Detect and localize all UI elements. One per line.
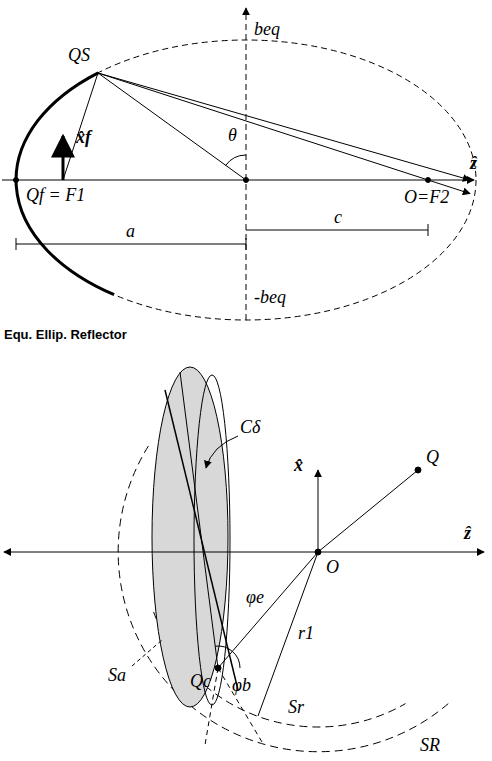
dimension-label: c [334, 208, 342, 228]
point-label: QS [68, 46, 90, 66]
dimension-line [16, 244, 246, 245]
aperture-disk [152, 367, 228, 707]
point-label: O [326, 558, 339, 578]
angle-arc [226, 155, 246, 165]
contour-label: Cδ [240, 418, 260, 438]
dimension-tick [16, 238, 17, 250]
radius-line [258, 552, 318, 716]
point-dot [415, 467, 421, 473]
ray-line [63, 73, 98, 180]
z-axis [2, 180, 474, 181]
surface-label: Sr [288, 698, 304, 718]
point-label: O=F2 [404, 188, 449, 208]
axis-label: beq [254, 20, 280, 40]
angle-arc [232, 651, 240, 668]
radius-label: r1 [298, 624, 314, 644]
ray-line [218, 552, 318, 668]
dimension-tick [246, 238, 247, 250]
reflector-arc [16, 73, 114, 295]
ray-line [98, 73, 246, 180]
aperture-figure [4, 367, 484, 752]
contour-pointer [206, 436, 238, 468]
point-label: Q [426, 448, 439, 468]
x-axis [318, 470, 319, 552]
vertex-dot [14, 178, 19, 183]
ellipse-figure [2, 8, 476, 320]
surface-label: SR [420, 736, 440, 756]
angle-arc [215, 646, 232, 651]
cone-line [218, 668, 262, 742]
dimension-tick [428, 224, 429, 236]
vertical-axis [246, 8, 247, 320]
axis-label: -beq [254, 288, 286, 308]
axis-label: ẑ [470, 154, 477, 174]
dimension-label: a [126, 222, 135, 242]
observation-line [318, 470, 418, 552]
z-axis [4, 552, 484, 553]
dimension-line [246, 230, 428, 231]
axis-label: x̂ [294, 456, 303, 476]
ray-line [98, 73, 470, 194]
ray-line [180, 372, 218, 668]
surface-label: Sa [108, 666, 126, 686]
axis-label: x̂f [76, 128, 91, 148]
figure-caption: Equ. Ellip. Reflector [4, 328, 127, 342]
aperture-rim [194, 375, 230, 705]
angle-label: φe [246, 588, 264, 608]
feed-arrow [62, 136, 65, 180]
point-label: Qf = F1 [26, 186, 85, 206]
axis-label: ẑ [464, 524, 471, 544]
ray-line [98, 73, 470, 180]
leader-line [132, 640, 162, 666]
point-label: Qc [190, 672, 211, 692]
point-dot [215, 665, 221, 671]
angle-label: θ [228, 126, 237, 146]
angle-label: φb [232, 676, 251, 696]
